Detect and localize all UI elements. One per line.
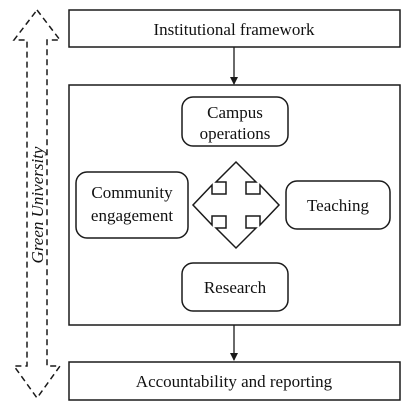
four-way-arrow-icon: [191, 160, 281, 250]
institutional-framework-box: Institutional framework: [68, 9, 401, 48]
teaching-label: Teaching: [307, 196, 370, 215]
campus-operations-node: Campus operations: [181, 96, 289, 147]
campus-operations-line2: operations: [200, 124, 271, 143]
research-node: Research: [181, 262, 289, 312]
green-university-label: Green University: [28, 146, 47, 263]
teaching-node: Teaching: [285, 180, 391, 230]
research-label: Research: [204, 278, 267, 297]
community-engagement-node: Community engagement: [75, 171, 189, 239]
accountability-reporting-box: Accountability and reporting: [68, 361, 401, 401]
dashed-double-arrow-shape: [12, 8, 62, 400]
community-engagement-line1: Community: [91, 183, 173, 202]
green-university-arrow: Green University: [12, 8, 62, 400]
accountability-reporting-label: Accountability and reporting: [136, 372, 333, 391]
institutional-framework-label: Institutional framework: [154, 20, 315, 39]
community-engagement-line2: engagement: [91, 206, 173, 225]
campus-operations-line1: Campus: [207, 103, 263, 122]
